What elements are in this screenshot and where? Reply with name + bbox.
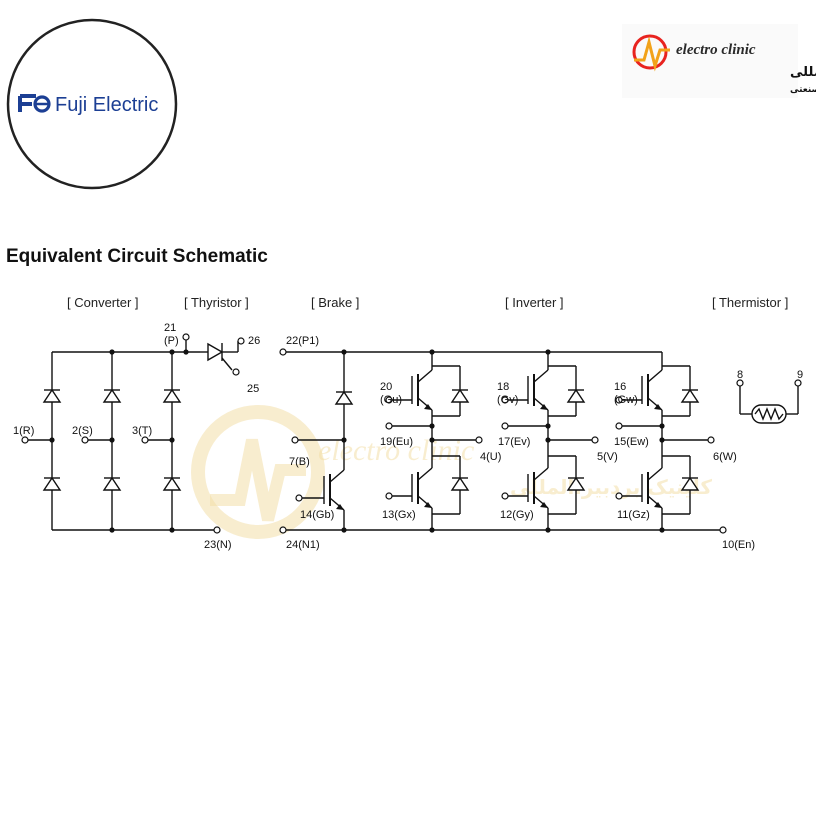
label-terminal-eu: 19(Eu): [380, 436, 413, 448]
electro-clinic-fa-title: کلینیک بردبیر.المللی: [790, 65, 816, 80]
section-converter: [ Converter ]: [67, 295, 139, 310]
terminal-p1: [279, 348, 287, 356]
converter-diode-r-bottom: [43, 477, 61, 491]
section-brake: [ Brake ]: [311, 295, 359, 310]
label-terminal-s: 2(S): [72, 425, 93, 437]
terminal-gw: [615, 396, 623, 404]
inverter-phase-w: 16 (Gw) 15(Ew) 6(W) 11(Gz): [614, 352, 737, 533]
converter-diode-t-bottom: [163, 477, 181, 491]
terminal-v: [591, 436, 599, 444]
fuji-electric-logo: Fuji Electric: [6, 18, 178, 190]
converter-diode-t-top: [163, 389, 181, 403]
inverter-phase-u: 20 (Gu) 19(Eu) 4(U) 13(Gx): [380, 349, 501, 533]
label-terminal-p: (P): [164, 335, 179, 347]
label-terminal-gb: 14(Gb): [300, 509, 334, 521]
label-terminal-8: 8: [737, 369, 743, 381]
diode-v-high: [567, 389, 585, 403]
label-terminal-gv: (Gv): [497, 394, 518, 406]
label-terminal-18: 18: [497, 381, 509, 393]
inverter-phase-v: 18 (Gv) 17(Ev) 5(V) 12(Gy): [497, 349, 618, 533]
lightning-pulse-icon: [632, 34, 670, 72]
brand-name: Fuji Electric: [55, 94, 158, 116]
label-terminal-20: 20: [380, 381, 392, 393]
brake-diode: [335, 391, 353, 405]
terminal-gb: [295, 494, 303, 502]
label-terminal-21: 21: [164, 322, 176, 334]
terminal-gx: [385, 492, 393, 500]
label-terminal-en: 10(En): [722, 539, 755, 551]
converter-diode-s-bottom: [103, 477, 121, 491]
label-terminal-p1: 22(P1): [286, 335, 319, 347]
label-terminal-ew: 15(Ew): [614, 436, 649, 448]
igbt-u-high: [411, 369, 433, 411]
section-thyristor: [ Thyristor ]: [184, 295, 249, 310]
label-terminal-b: 7(B): [289, 456, 310, 468]
terminal-p: [182, 333, 190, 341]
label-terminal-n: 23(N): [204, 539, 232, 551]
page-title: Equivalent Circuit Schematic: [6, 246, 268, 267]
label-terminal-r: 1(R): [13, 425, 34, 437]
label-terminal-gx: 13(Gx): [382, 509, 416, 521]
thermistor: 8 9: [736, 369, 803, 424]
electro-clinic-logo: electro clinic کلینیک بردبیر.المللی وارد…: [622, 24, 816, 98]
label-terminal-9: 9: [797, 369, 803, 381]
terminal-n: [213, 526, 221, 534]
terminal-en: [719, 526, 727, 534]
label-terminal-16: 16: [614, 381, 626, 393]
fuji-fe-logo-icon: [18, 94, 51, 113]
diode-u-high: [451, 389, 469, 403]
terminal-t: [141, 436, 149, 444]
label-terminal-25: 25: [247, 383, 259, 395]
terminal-eu: [385, 422, 393, 430]
converter-diode-s-top: [103, 389, 121, 403]
label-terminal-gw: (Gw): [614, 394, 638, 406]
label-terminal-26: 26: [248, 335, 260, 347]
label-terminal-gu: (Gu): [380, 394, 402, 406]
igbt-u-low: [411, 467, 433, 509]
electro-clinic-fa-subtitle: واردات و پخش محصولات الکترونیک صنعتی: [790, 85, 816, 95]
terminal-25: [232, 368, 240, 376]
igbt-v-high: [527, 369, 549, 411]
terminal-gz: [615, 492, 623, 500]
brake-circuit: 7(B) 14(Gb): [289, 349, 353, 533]
terminal-gu: [385, 396, 393, 404]
terminal-b: [291, 436, 299, 444]
terminal-r: [21, 436, 29, 444]
diode-w-high: [681, 389, 699, 403]
brake-igbt: [323, 469, 345, 511]
electro-clinic-name: electro clinic: [676, 42, 756, 58]
terminal-w: [707, 436, 715, 444]
converter-diode-r-top: [43, 389, 61, 403]
terminal-s: [81, 436, 89, 444]
watermark-fa-title: کلینیک بردبیر.المللی: [510, 475, 712, 499]
igbt-w-high: [641, 369, 663, 411]
thyristor: 21 (P) 26 25: [164, 322, 260, 395]
label-terminal-t: 3(T): [132, 425, 152, 437]
section-thermistor: [ Thermistor ]: [712, 295, 788, 310]
section-inverter: [ Inverter ]: [505, 295, 564, 310]
diode-u-low: [451, 477, 469, 491]
terminal-gv: [501, 396, 509, 404]
label-terminal-ev: 17(Ev): [498, 436, 530, 448]
terminal-u: [475, 436, 483, 444]
label-terminal-gz: 11(Gz): [617, 509, 650, 521]
label-terminal-u: 4(U): [480, 451, 501, 463]
dc-bus: 22(P1) 24(N1) 10(En): [279, 335, 755, 551]
label-terminal-v: 5(V): [597, 451, 618, 463]
label-terminal-n1: 24(N1): [286, 539, 320, 551]
label-terminal-w: 6(W): [713, 451, 737, 463]
terminal-n1: [279, 526, 287, 534]
label-terminal-gy: 12(Gy): [500, 509, 534, 521]
terminal-26: [237, 337, 245, 345]
terminal-gy: [501, 492, 509, 500]
converter-bridge: 1(R) 2(S) 3(T) 23(N): [13, 349, 232, 551]
terminal-ev: [501, 422, 509, 430]
terminal-ew: [615, 422, 623, 430]
